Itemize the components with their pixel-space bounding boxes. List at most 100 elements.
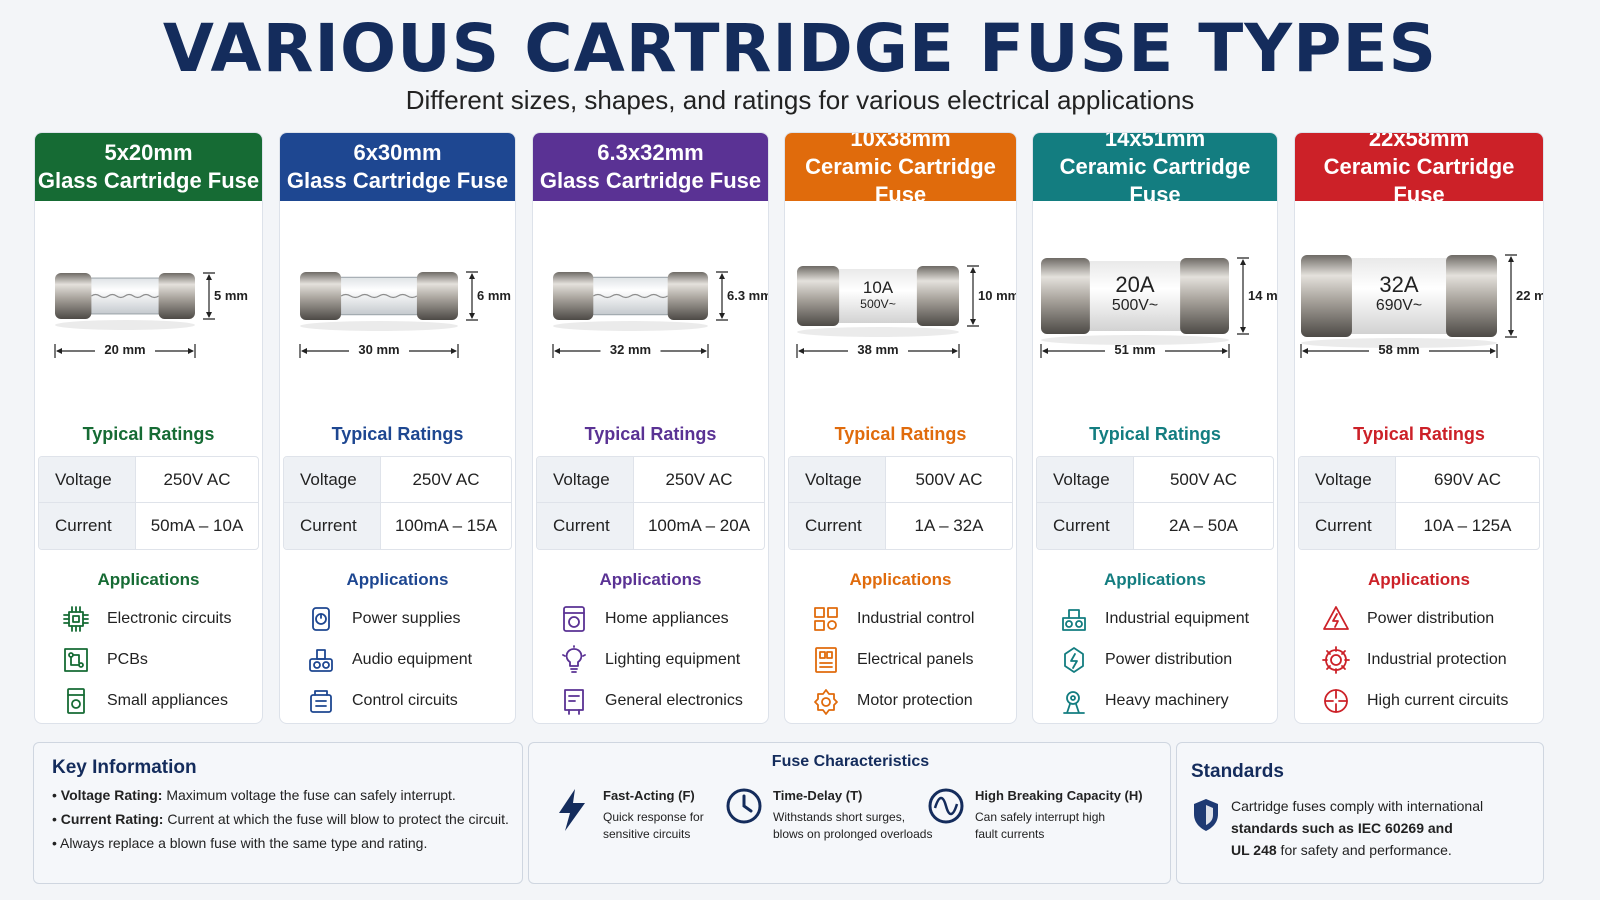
application-item: Power distribution <box>1295 598 1543 639</box>
application-item: Motor protection <box>785 680 1016 721</box>
key-information-item: • Voltage Rating: Maximum voltage the fu… <box>52 787 456 803</box>
typical-ratings-title: Typical Ratings <box>1353 424 1485 444</box>
distribution-icon <box>1059 645 1089 675</box>
rating-label: Current <box>537 503 634 549</box>
application-label: Power distribution <box>1367 609 1495 627</box>
application-label: Motor protection <box>857 691 973 709</box>
standards-panel: Standards Cartridge fuses comply with in… <box>1176 742 1544 884</box>
diameter-dimension-label: 6 mm <box>477 288 511 303</box>
diameter-dimension-label: 6.3 mm <box>727 288 769 303</box>
diameter-dimension-label: 5 mm <box>214 288 248 303</box>
warning-icon <box>1321 604 1351 634</box>
application-label: Industrial protection <box>1367 650 1507 668</box>
application-item: Industrial equipment <box>1033 598 1277 639</box>
application-label: PCBs <box>107 650 148 668</box>
diameter-dimension-label: 14 mm <box>1248 288 1278 303</box>
chip-icon <box>61 604 91 634</box>
application-item: Audio equipment <box>280 639 515 680</box>
application-item: Home appliances <box>533 598 768 639</box>
application-label: Power distribution <box>1105 650 1233 668</box>
rating-label: Current <box>1037 503 1134 549</box>
rating-value: 10A – 125A <box>1423 516 1512 535</box>
application-label: Industrial equipment <box>1105 609 1250 627</box>
lightning-icon <box>555 787 595 843</box>
typical-ratings-title: Typical Ratings <box>584 424 717 444</box>
application-label: Electrical panels <box>857 650 974 668</box>
application-item: Electrical panels <box>785 639 1016 680</box>
application-item: Industrial protection <box>1295 639 1543 680</box>
application-item: Small appliances <box>35 680 262 721</box>
rating-label: Voltage <box>39 457 136 502</box>
fuse-characteristics-title: Fuse Characteristics <box>771 753 930 770</box>
machinery-icon <box>1059 686 1089 716</box>
application-item: Lighting equipment <box>533 639 768 680</box>
application-item: Power supplies <box>280 598 515 639</box>
application-label: General electronics <box>605 691 743 709</box>
rating-label: Voltage <box>789 457 886 502</box>
page-title: VARIOUS CARTRIDGE FUSE TYPES <box>162 10 1438 87</box>
typical-ratings-title: Typical Ratings <box>1089 424 1221 444</box>
key-information-title: Key Information <box>52 757 197 778</box>
application-label: Control circuits <box>352 691 458 709</box>
length-dimension-label: 30 mm <box>358 342 400 357</box>
rating-label: Voltage <box>1299 457 1396 502</box>
rating-label: Voltage <box>284 457 381 502</box>
fuse-size-label: 5x20mm <box>104 140 193 165</box>
fuse-type-label: Ceramic Cartridge Fuse <box>1323 154 1515 207</box>
application-label: Industrial control <box>857 609 975 627</box>
key-information-list: • Voltage Rating: Maximum voltage the fu… <box>52 783 509 855</box>
standards-text: Cartridge fuses comply with internationa… <box>1231 798 1484 858</box>
rating-label: Current <box>39 503 136 549</box>
application-item: PCBs <box>35 639 262 680</box>
rating-value: 2A – 50A <box>1168 516 1238 535</box>
pcb-icon <box>61 645 91 675</box>
rating-row-voltage: Voltage 250V AC <box>39 457 258 503</box>
fuse-size-label: 22x58mm <box>1368 132 1470 151</box>
application-label: High current circuits <box>1367 691 1509 709</box>
fuse-size-label: 10x38mm <box>850 132 951 151</box>
application-item: Electronic circuits <box>35 598 262 639</box>
clock-icon <box>725 787 765 843</box>
applications-title: Applications <box>1367 570 1470 589</box>
fuse-type-label: Glass Cartridge Fuse <box>37 168 260 193</box>
audio-icon <box>306 645 336 675</box>
fuse-type-label: Ceramic Cartridge Fuse <box>805 154 996 207</box>
fuse-type-label: Glass Cartridge Fuse <box>286 168 509 193</box>
rating-row-current: Current 100mA – 20A <box>537 503 764 549</box>
appliance-icon <box>61 686 91 716</box>
application-item: Industrial control <box>785 598 1016 639</box>
rating-value: 250V AC <box>163 469 231 489</box>
equipment-icon <box>1059 604 1089 634</box>
panel-icon <box>811 645 841 675</box>
wave-icon <box>927 787 967 843</box>
rating-value: 100mA – 20A <box>647 516 751 535</box>
key-information-item: • Current Rating: Current at which the f… <box>52 811 509 827</box>
rating-label: Current <box>284 503 381 549</box>
